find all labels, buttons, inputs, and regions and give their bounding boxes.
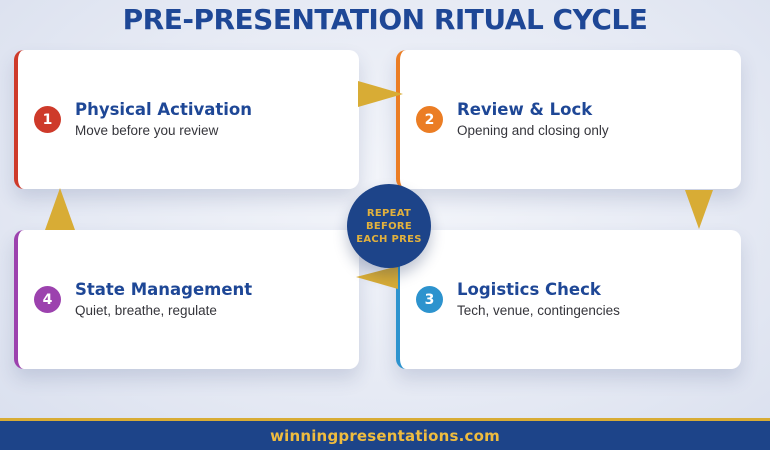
center-badge-line: REPEAT bbox=[366, 207, 412, 219]
center-badge-line: BEFORE bbox=[365, 220, 413, 232]
card-logistics-check: 3 Logistics Check Tech, venue, contingen… bbox=[396, 230, 741, 369]
center-repeat-badge: REPEAT BEFORE EACH PRES bbox=[347, 184, 431, 268]
footer-bar: winningpresentations.com bbox=[0, 418, 770, 450]
card-subtitle: Quiet, breathe, regulate bbox=[75, 303, 217, 319]
card-text: Logistics Check Tech, venue, contingenci… bbox=[457, 279, 620, 319]
card-title: Review & Lock bbox=[457, 99, 593, 119]
arrow-right-icon bbox=[358, 81, 403, 107]
step-1-badge: 1 bbox=[34, 106, 61, 133]
card-subtitle: Opening and closing only bbox=[457, 123, 609, 139]
card-text: Review & Lock Opening and closing only bbox=[457, 99, 609, 139]
card-text: Physical Activation Move before you revi… bbox=[75, 99, 252, 139]
card-physical-activation: 1 Physical Activation Move before you re… bbox=[14, 50, 359, 189]
card-subtitle: Tech, venue, contingencies bbox=[457, 303, 620, 319]
card-state-management: 4 State Management Quiet, breathe, regul… bbox=[14, 230, 359, 369]
footer-url: winningpresentations.com bbox=[270, 426, 500, 445]
card-review-and-lock: 2 Review & Lock Opening and closing only bbox=[396, 50, 741, 189]
step-4-badge: 4 bbox=[34, 286, 61, 313]
arrow-up-icon bbox=[45, 188, 75, 230]
card-title: Physical Activation bbox=[75, 99, 252, 119]
center-badge-line: EACH PRES bbox=[356, 233, 422, 245]
arrow-left-icon bbox=[356, 266, 398, 289]
step-3-badge: 3 bbox=[416, 286, 443, 313]
card-title: State Management bbox=[75, 279, 253, 299]
step-2-badge: 2 bbox=[416, 106, 443, 133]
card-text: State Management Quiet, breathe, regulat… bbox=[75, 279, 253, 319]
card-subtitle: Move before you review bbox=[75, 123, 219, 139]
card-title: Logistics Check bbox=[457, 279, 601, 299]
arrow-down-icon bbox=[685, 190, 713, 229]
page-title: PRE-PRESENTATION RITUAL CYCLE bbox=[122, 3, 648, 36]
